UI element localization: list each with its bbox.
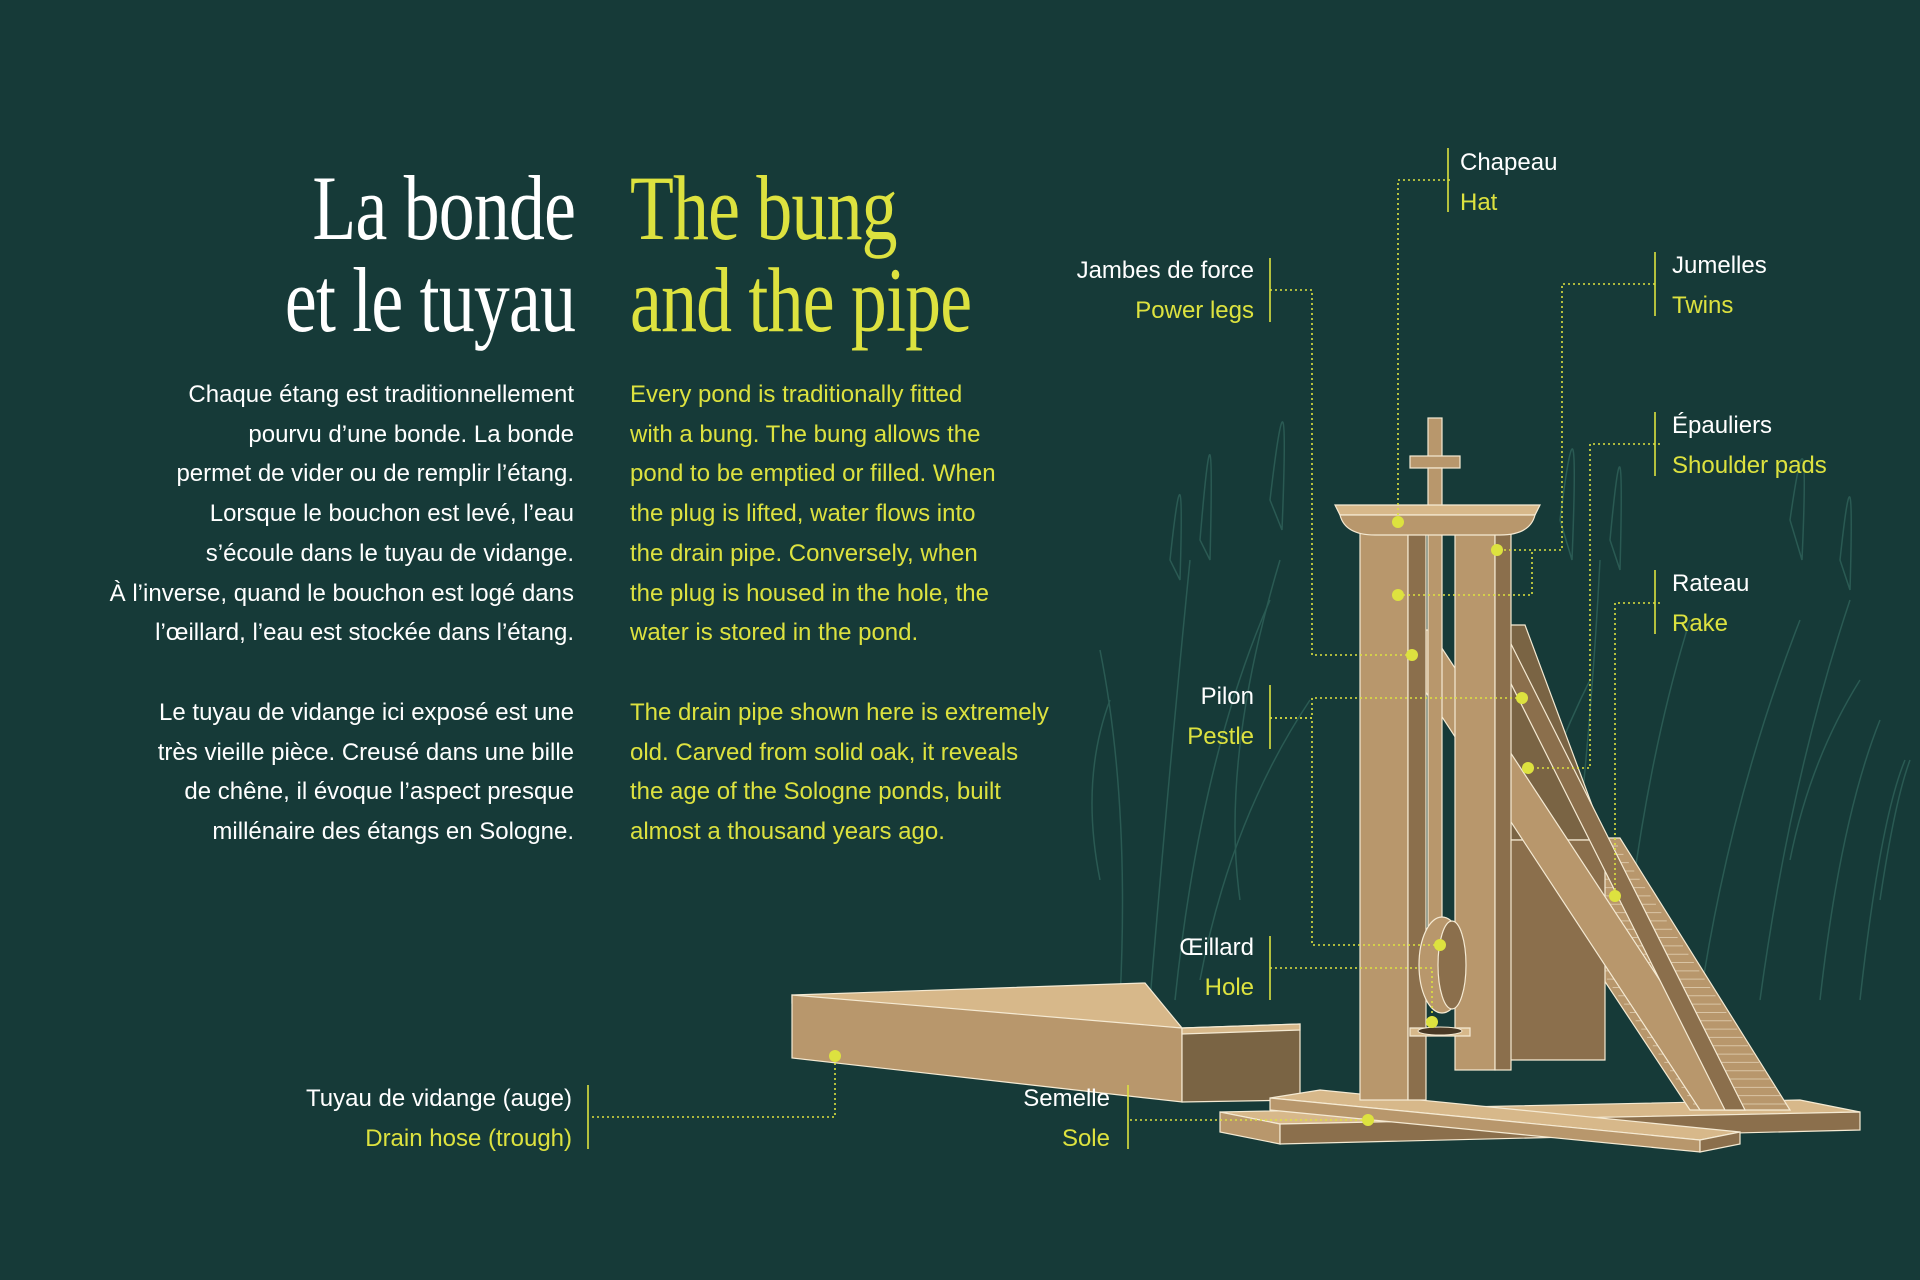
leader-epauliers <box>1528 443 1660 769</box>
label-rateau: Rateau <box>1672 570 1749 597</box>
dot-sole <box>1362 1114 1374 1126</box>
text-line: almost a thousand years ago. <box>630 818 945 846</box>
text-line: the plug is housed in the hole, the <box>630 579 989 607</box>
text-line: À l’inverse, quand le bouchon est logé d… <box>109 579 574 607</box>
paragraph-english-2: The drain pipe shown here is extremely o… <box>630 693 1049 852</box>
drain-trough <box>791 982 1301 1103</box>
label-hole: Hole <box>1205 974 1254 1001</box>
text-line: s’écoule dans le tuyau de vidange. <box>205 539 574 567</box>
paragraph-french-1: Chaque étang est traditionnellement pour… <box>110 375 574 653</box>
diagram-labels: Chapeau Hat Jambes de force Power legs J… <box>306 149 1827 1152</box>
label-power-legs: Power legs <box>1135 297 1254 324</box>
twins-posts <box>1359 529 1512 1101</box>
text-line: the drain pipe. Conversely, when <box>630 539 978 567</box>
marker-dots <box>829 516 1621 1126</box>
title-french-line-1: La bonde <box>312 157 576 259</box>
leader-lines <box>592 179 1660 1121</box>
text-line: de chêne, il évoque l’aspect presque <box>184 778 574 806</box>
label-jumelles: Jumelles <box>1672 252 1767 279</box>
label-bars <box>587 148 1656 1149</box>
text-line: permet de vider ou de remplir l’étang. <box>176 460 574 488</box>
label-drain-hose: Drain hose (trough) <box>365 1125 572 1152</box>
title-english-line-1: The bung <box>630 157 898 259</box>
leader-jumelles <box>1497 283 1655 551</box>
label-chapeau: Chapeau <box>1460 149 1557 176</box>
title-english: The bung and the pipe <box>630 157 972 351</box>
dot-shoulder-pads <box>1522 762 1534 774</box>
hole-block <box>1409 1026 1471 1037</box>
text-line: The drain pipe shown here is extremely <box>630 699 1049 726</box>
hat <box>1334 504 1541 536</box>
text-line: pond to be emptied or filled. When <box>630 460 996 488</box>
label-oeillard: Œillard <box>1179 934 1254 961</box>
text-line: water is stored in the pond. <box>630 619 919 647</box>
text-line: old. Carved from solid oak, it reveals <box>630 738 1019 766</box>
dot-trough <box>829 1050 841 1062</box>
text-line: très vieille pièce. Creusé dans une bill… <box>157 738 574 766</box>
label-tuyau-de-vidange: Tuyau de vidange (auge) <box>306 1085 572 1112</box>
dot-pestle-2 <box>1434 939 1446 951</box>
leader-jambes <box>1270 289 1412 656</box>
title-french-line-2: et le tuyau <box>284 249 576 351</box>
text-line: with a bung. The bung allows the <box>630 420 981 448</box>
label-pilon: Pilon <box>1201 683 1254 710</box>
label-semelle: Semelle <box>1023 1085 1110 1112</box>
paragraph-english-1: Every pond is traditionally fitted with … <box>630 375 996 653</box>
title-english-line-2: and the pipe <box>630 249 972 351</box>
dot-twins-2 <box>1392 589 1404 601</box>
leader-oeillard <box>1270 967 1433 1022</box>
text-line: the plug is lifted, water flows into <box>630 500 976 528</box>
dot-hole <box>1426 1016 1438 1028</box>
dot-twins <box>1491 544 1503 556</box>
label-twins: Twins <box>1672 292 1733 319</box>
sole-beams <box>1219 1089 1861 1153</box>
leader-pilon-2 <box>1270 717 1440 946</box>
text-line: millénaire des étangs en Sologne. <box>212 818 574 846</box>
label-hat: Hat <box>1460 189 1498 216</box>
label-jambes-de-force: Jambes de force <box>1077 257 1254 284</box>
label-rake: Rake <box>1672 610 1728 637</box>
paragraph-french-2: Le tuyau de vidange ici exposé est une t… <box>158 693 574 852</box>
text-line: l’œillard, l’eau est stockée dans l’étan… <box>155 619 574 647</box>
text-line: Le tuyau de vidange ici exposé est une <box>159 699 574 726</box>
dot-pestle <box>1516 692 1528 704</box>
label-sole: Sole <box>1062 1125 1110 1152</box>
text-line: Lorsque le bouchon est levé, l’eau <box>209 500 574 528</box>
label-shoulder-pads: Shoulder pads <box>1672 452 1827 479</box>
leader-chapeau <box>1397 179 1450 522</box>
text-line: Every pond is traditionally fitted <box>630 381 963 408</box>
title-french: La bonde et le tuyau <box>284 157 576 351</box>
leader-rateau <box>1614 602 1660 896</box>
dot-power-legs <box>1406 649 1418 661</box>
leader-pilon <box>1270 697 1522 719</box>
text-line: pourvu d’une bonde. La bonde <box>248 420 574 448</box>
label-pestle: Pestle <box>1187 723 1254 750</box>
dot-rake <box>1609 890 1621 902</box>
dot-hat <box>1392 516 1404 528</box>
text-line: the age of the Sologne ponds, built <box>630 778 1001 806</box>
text-line: Chaque étang est traditionnellement <box>188 381 574 408</box>
leader-tuyau <box>592 1056 836 1118</box>
label-epauliers: Épauliers <box>1672 412 1772 439</box>
